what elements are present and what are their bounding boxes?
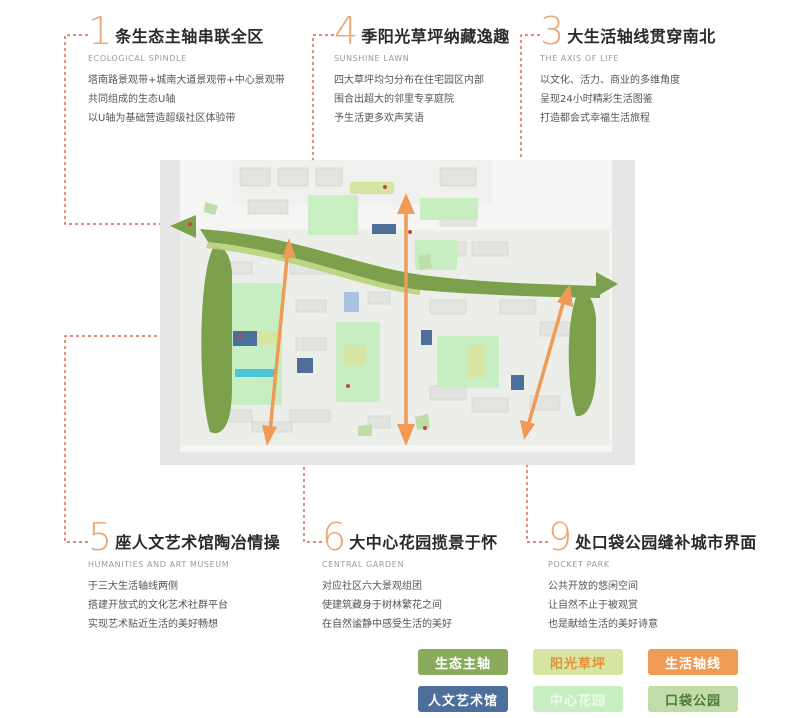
feature-description: 塔南路景观带+城南大道景观带+中心景观带 共同组成的生态U轴 以U轴为基础营造超… xyxy=(88,71,285,128)
life-axis-east xyxy=(526,299,566,427)
pocket-park-2 xyxy=(418,254,432,270)
description-line: 四大草坪均匀分布在住宅园区内部 xyxy=(334,75,484,86)
sunshine-lawns xyxy=(257,182,485,377)
description-line: 共同组成的生态U轴 xyxy=(88,94,176,105)
water-strip xyxy=(235,369,277,377)
description-line: 呈现24小时精彩生活图鉴 xyxy=(540,94,653,105)
description-line: 也是献给生活的美好诗意 xyxy=(548,619,658,630)
sunshine-lawn-2 xyxy=(257,331,281,345)
description-line: 围合出超大的邻里专享庭院 xyxy=(334,94,454,105)
legend-sunshine-lawn: 阳光草坪 xyxy=(533,649,623,675)
spine-main-band xyxy=(200,229,600,298)
feature-title: 大中心花园揽景于怀 xyxy=(349,533,498,552)
description-line: 公共开放的悠闲空间 xyxy=(548,581,638,592)
pocket-parks xyxy=(204,202,432,436)
description-line: 以U轴为基础营造超级社区体验带 xyxy=(88,113,236,124)
description-line: 予生活更多欢声笑语 xyxy=(334,113,424,124)
site-base xyxy=(160,160,635,465)
feature-title: 季阳光草坪纳藏逸趣 xyxy=(361,27,510,46)
spine-light-edge xyxy=(206,242,420,295)
life-axis-east-arrow-top xyxy=(557,284,573,307)
life-axis-west-arrow-bottom xyxy=(262,425,277,446)
description-line: 以文化、活力、商业的多维角度 xyxy=(540,75,680,86)
feature-description: 以文化、活力、商业的多维角度 呈现24小时精彩生活图鉴 打造都会式幸福生活旅程 xyxy=(540,71,716,128)
sunshine-lawn-4 xyxy=(467,345,485,377)
description-line: 使建筑藏身于树林繁花之间 xyxy=(322,600,442,611)
feature-number: 6 xyxy=(322,515,347,559)
feature-number: 4 xyxy=(334,9,359,53)
description-line: 让自然不止于被观赏 xyxy=(548,600,638,611)
life-axis-central-arrow-bottom xyxy=(397,424,415,446)
leader-dots xyxy=(188,185,427,430)
art-museum-1 xyxy=(372,224,396,234)
pocket-park-1 xyxy=(204,202,218,215)
feature-subtitle: CENTRAL GARDEN xyxy=(322,560,405,569)
life-axis-central-arrow-top xyxy=(397,193,415,214)
legend-central-garden: 中心花园 xyxy=(533,686,623,712)
central-garden-d xyxy=(308,195,358,235)
art-museum-4 xyxy=(421,330,432,345)
leader-line-5 xyxy=(64,335,240,543)
feature-number: 1 xyxy=(88,9,113,53)
spine-arrow-left xyxy=(170,215,196,238)
legend-pocket-park: 口袋公园 xyxy=(648,686,738,712)
art-museum-5 xyxy=(511,375,524,390)
legend-ecological-spine: 生态主轴 xyxy=(418,649,508,675)
art-museum-3 xyxy=(297,358,313,373)
sunshine-lawn-1 xyxy=(350,182,394,194)
pocket-park-3 xyxy=(415,414,430,430)
feature-subtitle: SUNSHINE LAWN xyxy=(334,54,410,63)
life-axis-west xyxy=(268,247,290,433)
life-axis-east-arrow-bottom xyxy=(520,420,535,440)
spine-left-band xyxy=(201,247,232,434)
description-line: 对应社区六大景观组团 xyxy=(322,581,422,592)
central-garden-e xyxy=(420,198,478,220)
feature-description: 于三大生活轴线两侧 搭建开放式的文化艺术社群平台 实现艺术贴近生活的美好畅想 xyxy=(88,577,280,634)
description-line: 在自然谧静中感受生活的美好 xyxy=(322,619,452,630)
description-line: 实现艺术贴近生活的美好畅想 xyxy=(88,619,218,630)
feature-description: 公共开放的悠闲空间 让自然不止于被观赏 也是献给生活的美好诗意 xyxy=(548,577,757,634)
feature-number: 9 xyxy=(548,515,573,559)
feature-subtitle: THE AXIS OF LIFE xyxy=(540,54,619,63)
spine-arrow-right xyxy=(596,272,618,297)
legend-life-axis: 生活轴线 xyxy=(648,649,738,675)
description-line: 搭建开放式的文化艺术社群平台 xyxy=(88,600,228,611)
feature-title: 座人文艺术馆陶冶情操 xyxy=(115,533,281,552)
description-line: 打造都会式幸福生活旅程 xyxy=(540,113,650,124)
art-museum-6 xyxy=(344,292,359,312)
life-axes xyxy=(262,193,573,446)
art-museum-2 xyxy=(233,331,257,346)
feature-description: 对应社区六大景观组团 使建筑藏身于树林繁花之间 在自然谧静中感受生活的美好 xyxy=(322,577,498,634)
feature-number: 5 xyxy=(88,515,113,559)
feature-number: 3 xyxy=(540,9,565,53)
description-line: 塔南路景观带+城南大道景观带+中心景观带 xyxy=(88,75,285,86)
sunshine-lawn-3 xyxy=(344,345,366,365)
feature-title: 条生态主轴串联全区 xyxy=(115,27,264,46)
feature-subtitle: HUMANITIES AND ART MUSEUM xyxy=(88,560,230,569)
description-line: 于三大生活轴线两侧 xyxy=(88,581,178,592)
feature-title: 处口袋公园缝补城市界面 xyxy=(575,533,757,552)
feature-title: 大生活轴线贯穿南北 xyxy=(567,27,716,46)
pocket-park-4 xyxy=(358,424,372,436)
feature-description: 四大草坪均匀分布在住宅园区内部 围合出超大的邻里专享庭院 予生活更多欢声笑语 xyxy=(334,71,510,128)
feature-subtitle: ECOLOGICAL SPINDLE xyxy=(88,54,187,63)
life-axis-west-arrow-top xyxy=(282,238,296,258)
feature-subtitle: POCKET PARK xyxy=(548,560,610,569)
leader-line-4 xyxy=(312,34,385,188)
ecological-spine xyxy=(200,229,600,434)
legend-art-museum: 人文艺术馆 xyxy=(418,686,508,712)
spine-right-band xyxy=(568,291,596,417)
